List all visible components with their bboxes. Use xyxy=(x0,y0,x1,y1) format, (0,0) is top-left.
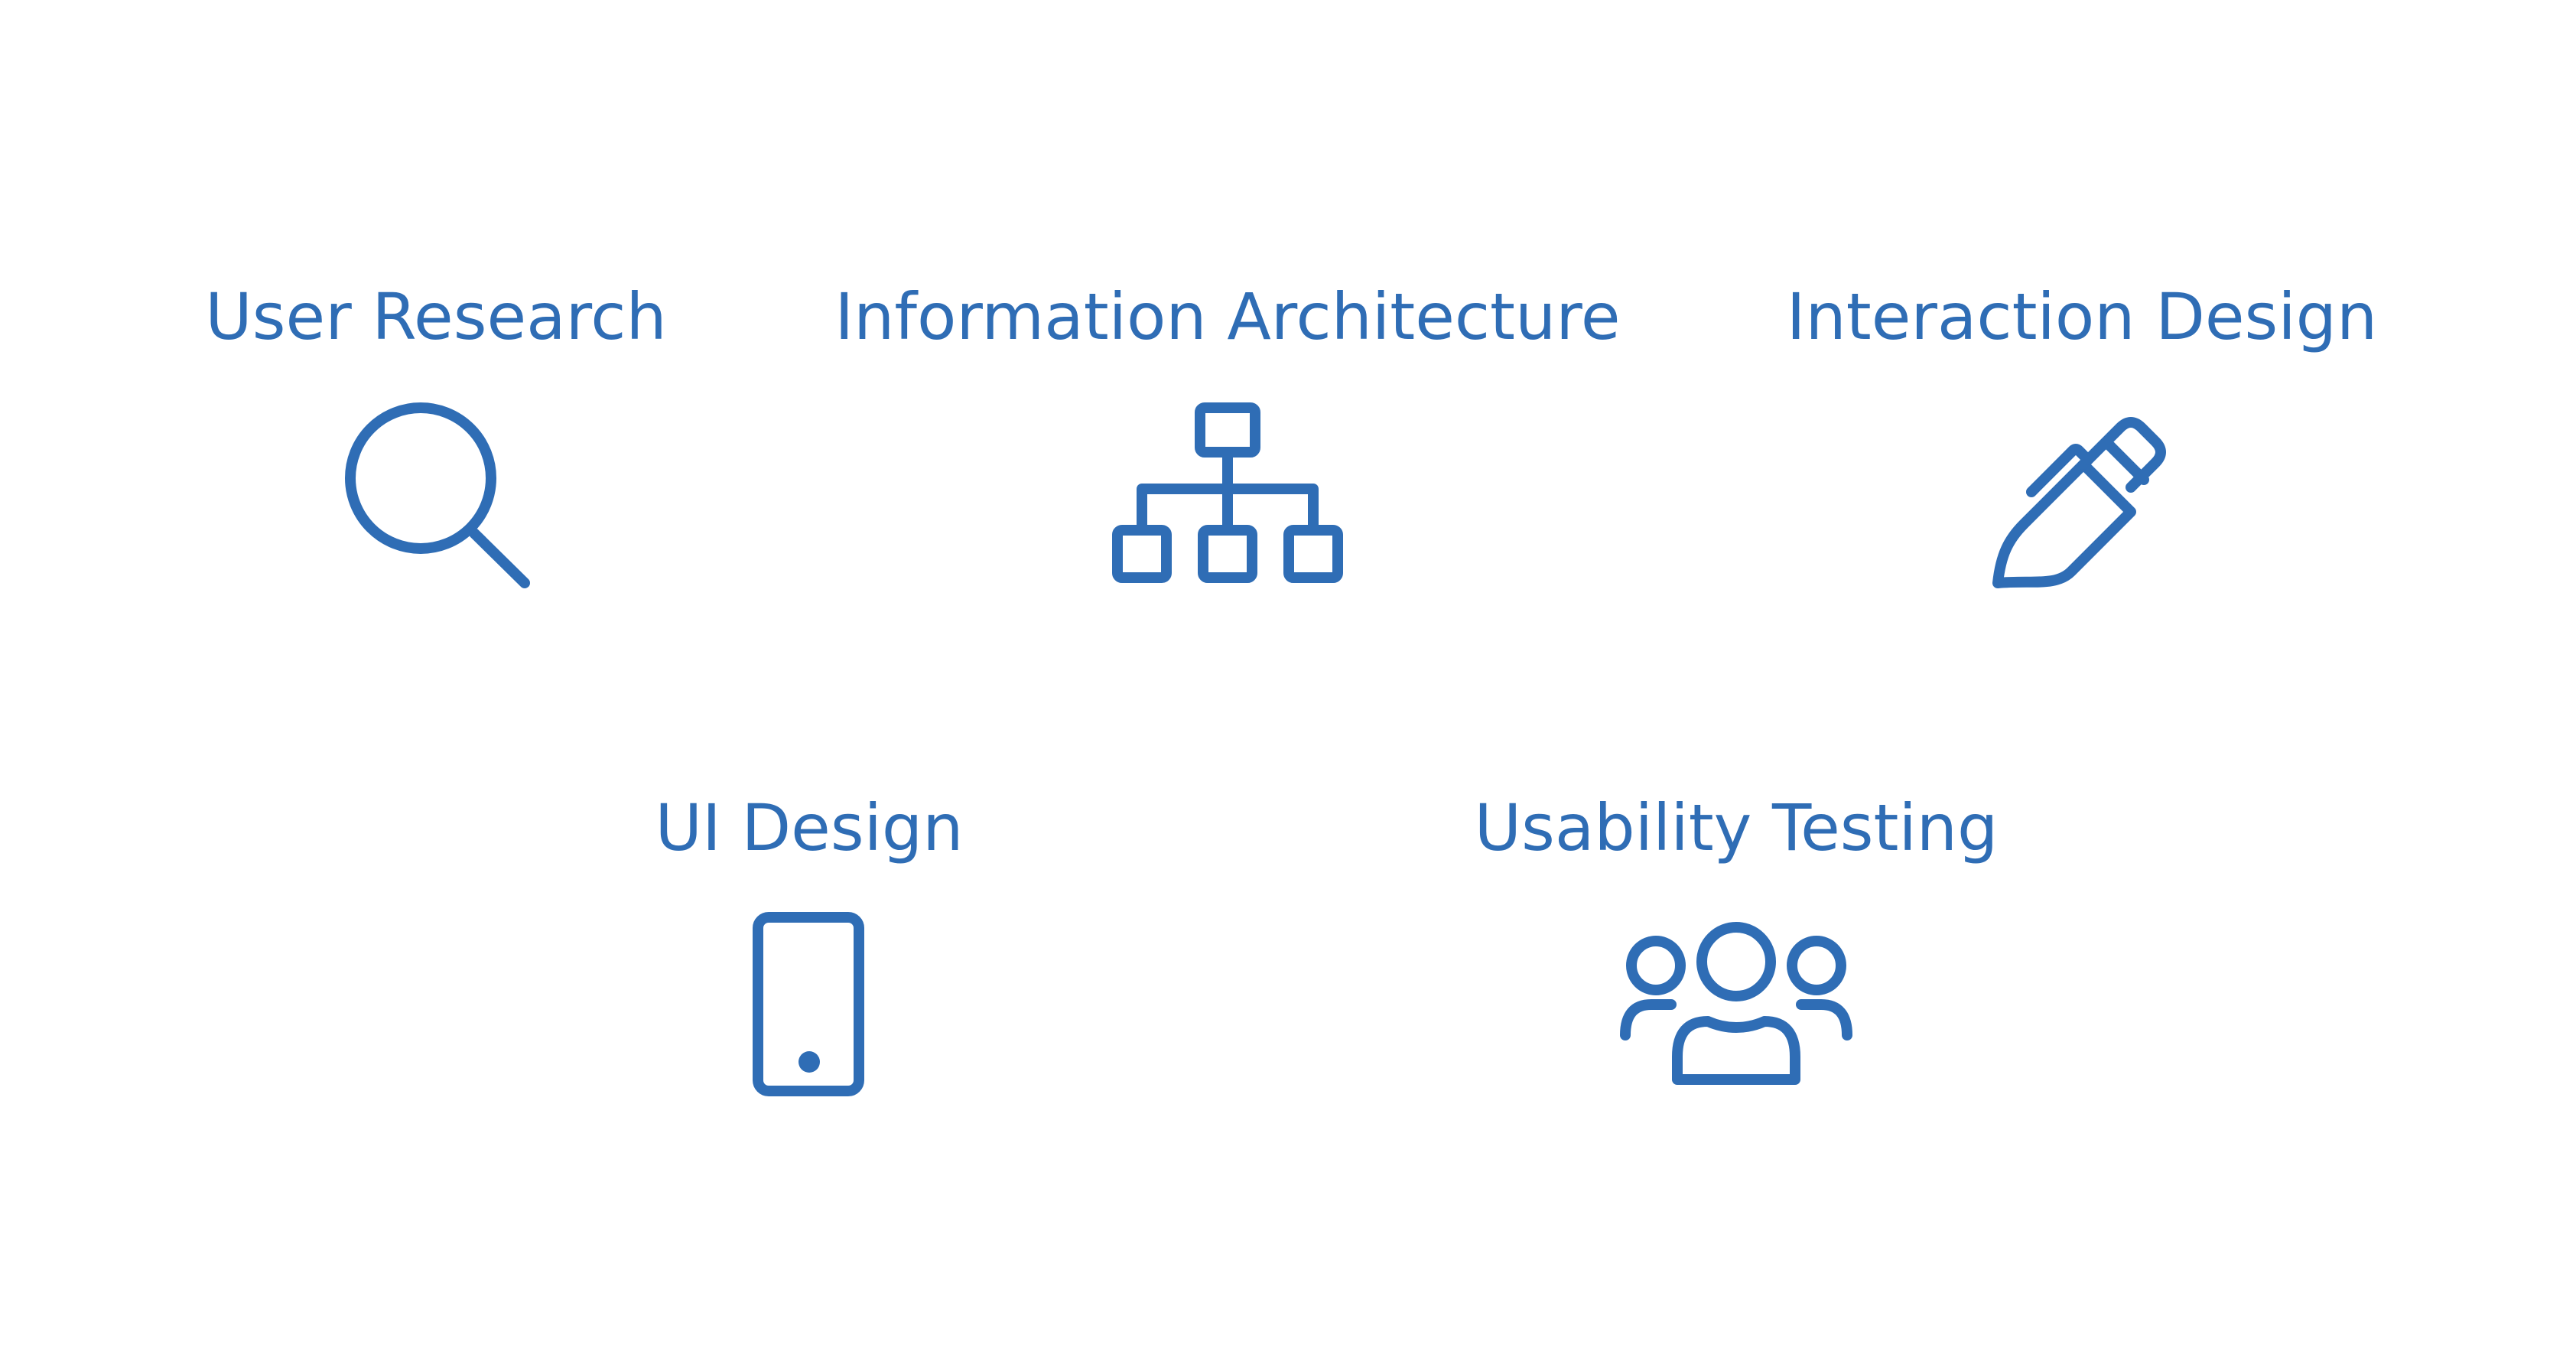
users-group-icon xyxy=(1618,922,1855,1090)
interaction-design-label: Interaction Design xyxy=(1786,279,2378,354)
pencil-icon xyxy=(1986,398,2184,589)
information-architecture-label: Information Architecture xyxy=(834,279,1621,354)
ui-design-label: UI Design xyxy=(655,790,964,865)
user-research-label: User Research xyxy=(205,279,667,354)
sitemap-icon xyxy=(1112,402,1343,589)
usability-testing-label: Usability Testing xyxy=(1474,790,1999,865)
mobile-phone-icon xyxy=(751,910,866,1098)
search-icon xyxy=(344,402,532,589)
